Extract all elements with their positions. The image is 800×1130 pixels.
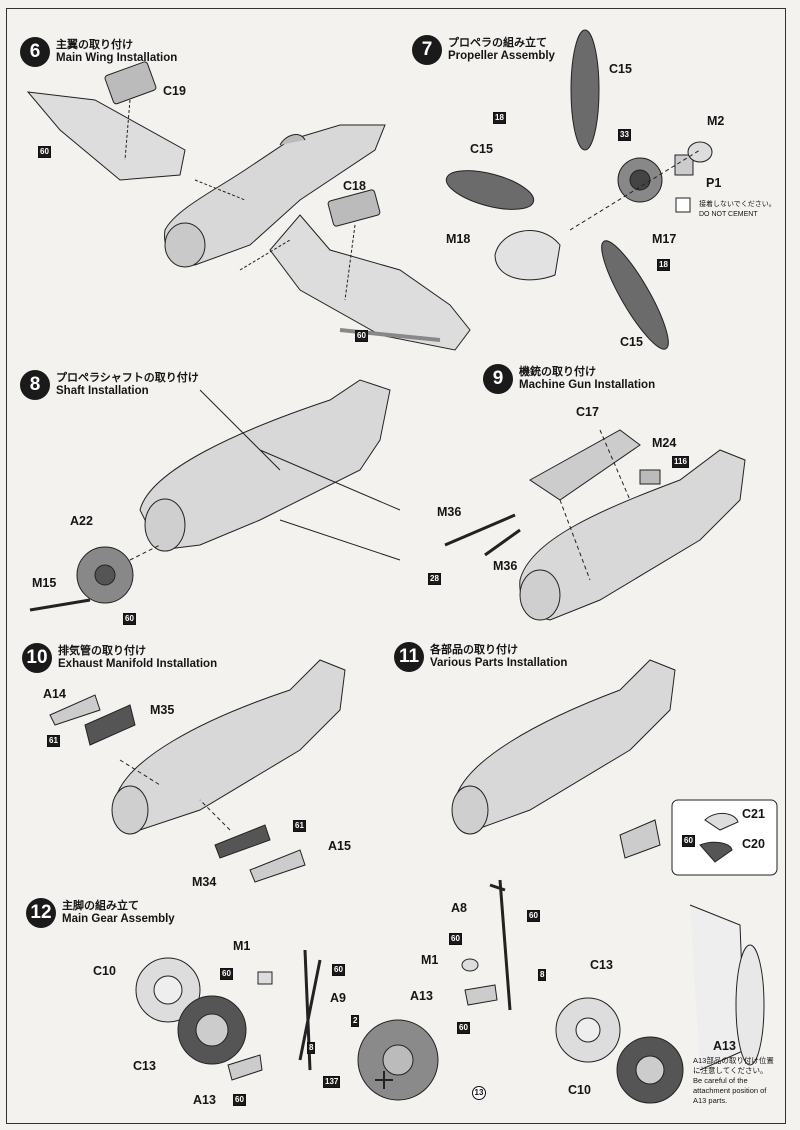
paint-code: 2 xyxy=(351,1015,360,1027)
paint-code: 8 xyxy=(307,1042,316,1054)
step-title-en: Various Parts Installation xyxy=(430,657,568,669)
part-label: C20 xyxy=(742,837,765,851)
main-wing-drawing xyxy=(26,61,471,351)
step-title-en: Main Wing Installation xyxy=(56,52,178,64)
step-number: 12 xyxy=(26,898,56,928)
part-label: A15 xyxy=(328,839,351,853)
part-label: A14 xyxy=(43,687,66,701)
part-label: C10 xyxy=(93,964,116,978)
part-label: M36 xyxy=(493,559,518,573)
step-number: 8 xyxy=(20,370,50,400)
part-label: A9 xyxy=(330,991,346,1005)
step-number: 7 xyxy=(412,35,442,65)
machine-gun-drawing xyxy=(444,429,746,621)
part-label: M1 xyxy=(421,953,439,967)
part-label: M15 xyxy=(32,576,57,590)
page-frame xyxy=(6,8,786,1124)
step-title-jp: 各部品の取り付け xyxy=(430,643,518,656)
part-label: C19 xyxy=(163,84,186,98)
part-label: M18 xyxy=(446,232,471,246)
no-cement-note-en: DO NOT CEMENT xyxy=(699,211,758,218)
step-title-jp: プロペラシャフトの取り付け xyxy=(56,371,199,384)
paint-code: 18 xyxy=(493,112,506,124)
part-label: A13 xyxy=(713,1039,736,1053)
part-label: M35 xyxy=(150,703,175,717)
paint-code: 60 xyxy=(682,835,695,847)
main-gear-drawing xyxy=(135,879,765,1104)
paint-code: 61 xyxy=(47,735,60,747)
paint-code: 8 xyxy=(538,969,547,981)
step-title-jp: 主脚の組み立て xyxy=(62,899,139,912)
part-label: M17 xyxy=(652,232,677,246)
paint-code: 60 xyxy=(527,910,540,922)
part-label: C15 xyxy=(609,62,632,76)
paint-code: 33 xyxy=(618,129,631,141)
part-label: C15 xyxy=(470,142,493,156)
paint-code: 28 xyxy=(428,573,441,585)
step-number: 9 xyxy=(483,364,513,394)
step-title-en: Shaft Installation xyxy=(56,385,149,397)
part-label: A13 xyxy=(193,1093,216,1107)
step-title-jp: 排気管の取り付け xyxy=(58,644,146,657)
part-label: C21 xyxy=(742,807,765,821)
paint-code: 61 xyxy=(293,820,306,832)
step-number: 11 xyxy=(394,642,424,672)
step-title-en: Exhaust Manifold Installation xyxy=(58,658,218,670)
paint-code: 60 xyxy=(233,1094,246,1106)
propeller-drawing xyxy=(445,29,713,350)
paint-code: 60 xyxy=(332,964,345,976)
step-title-en: Machine Gun Installation xyxy=(519,379,656,391)
part-label: M1 xyxy=(233,939,251,953)
no-cement-note-jp: 接着しないでください。 xyxy=(699,201,776,208)
part-label: M24 xyxy=(652,436,677,450)
part-label: C13 xyxy=(590,958,613,972)
part-label: A22 xyxy=(70,514,93,528)
paint-code: 60 xyxy=(123,613,136,625)
part-label: M2 xyxy=(707,114,725,128)
step-title-en: Main Gear Assembly xyxy=(62,913,175,925)
paint-code: 60 xyxy=(355,330,368,342)
a13-note-en: Be careful of the attachment position of… xyxy=(693,1076,767,1105)
part-label: M34 xyxy=(192,875,217,889)
part-label: C15 xyxy=(620,335,643,349)
step-number: 6 xyxy=(20,37,50,67)
various-parts-drawing xyxy=(451,659,778,876)
paint-code: 18 xyxy=(657,259,670,271)
part-label: A13 xyxy=(410,989,433,1003)
paint-code: 137 xyxy=(323,1076,341,1088)
paint-code: 60 xyxy=(457,1022,470,1034)
paint-code: 60 xyxy=(38,146,51,158)
step-title-en: Propeller Assembly xyxy=(448,50,555,62)
part-label: A8 xyxy=(451,901,467,915)
paint-code: 60 xyxy=(220,968,233,980)
step-title-jp: プロペラの組み立て xyxy=(448,36,547,49)
step-title-jp: 機銃の取り付け xyxy=(519,365,596,378)
step-number: 10 xyxy=(22,643,52,673)
part-label: C13 xyxy=(133,1059,156,1073)
a13-note-jp: A13部品の取り付け位置に注意してください。 xyxy=(693,1056,774,1075)
shaft-fuselage-drawing xyxy=(29,379,401,612)
paint-code: 60 xyxy=(449,933,462,945)
step-title-jp: 主翼の取り付け xyxy=(56,38,133,51)
part-label: M36 xyxy=(437,505,462,519)
part-label: C18 xyxy=(343,179,366,193)
part-label: C10 xyxy=(568,1083,591,1097)
exhaust-drawing xyxy=(49,659,346,883)
part-label: C17 xyxy=(576,405,599,419)
part-label: P1 xyxy=(706,176,722,190)
paint-code: 116 xyxy=(672,456,689,468)
decal-number: 13 xyxy=(472,1086,486,1100)
